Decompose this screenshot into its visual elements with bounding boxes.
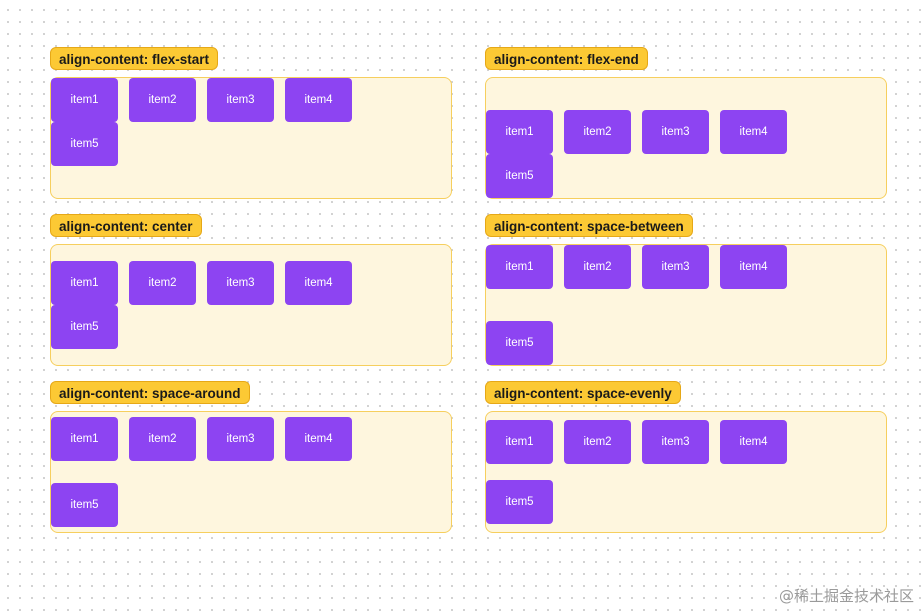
flex-item: item2	[564, 110, 631, 154]
flex-container: item1 item2 item3 item4 item5	[485, 244, 887, 366]
flex-item: item5	[51, 482, 118, 527]
flex-item: item3	[642, 420, 709, 464]
flex-item: item1	[51, 417, 118, 462]
flex-item: item4	[285, 261, 352, 305]
flex-item: item5	[486, 321, 553, 365]
flex-item: item5	[486, 480, 553, 524]
flex-item: item4	[720, 110, 787, 154]
flex-item: item3	[207, 261, 274, 305]
flex-item: item4	[285, 417, 352, 462]
panel-label: align-content: flex-end	[485, 47, 648, 70]
panel-label: align-content: center	[50, 214, 202, 237]
panel-label: align-content: space-around	[50, 381, 250, 404]
flex-item: item1	[486, 110, 553, 154]
flex-item: item3	[642, 110, 709, 154]
flex-container: item1 item2 item3 item4 item5	[485, 411, 887, 533]
flex-item: item3	[207, 417, 274, 462]
panel-label: align-content: flex-start	[50, 47, 219, 70]
panel-label: align-content: space-evenly	[485, 381, 681, 404]
flex-container: item1 item2 item3 item4 item5	[485, 77, 887, 199]
flex-item: item2	[129, 417, 196, 462]
flex-item: item4	[720, 245, 787, 289]
flex-item: item2	[564, 420, 631, 464]
flex-item: item1	[51, 78, 118, 122]
flex-item: item5	[51, 305, 118, 349]
panel-label: align-content: space-between	[485, 214, 693, 237]
flex-container: item1 item2 item3 item4 item5	[50, 411, 452, 533]
flex-item: item2	[129, 261, 196, 305]
watermark: @稀土掘金技术社区	[778, 587, 914, 605]
flex-item: item3	[207, 78, 274, 122]
flex-item: item2	[129, 78, 196, 122]
flex-item: item1	[486, 245, 553, 289]
flex-item: item4	[285, 78, 352, 122]
flex-item: item1	[51, 261, 118, 305]
flex-item: item2	[564, 245, 631, 289]
flex-container: item1 item2 item3 item4 item5	[50, 244, 452, 366]
flex-item: item3	[642, 245, 709, 289]
flex-item: item5	[51, 122, 118, 166]
flex-item: item1	[486, 420, 553, 464]
flex-container: item1 item2 item3 item4 item5	[50, 77, 452, 199]
flex-item: item5	[486, 154, 553, 198]
flex-item: item4	[720, 420, 787, 464]
